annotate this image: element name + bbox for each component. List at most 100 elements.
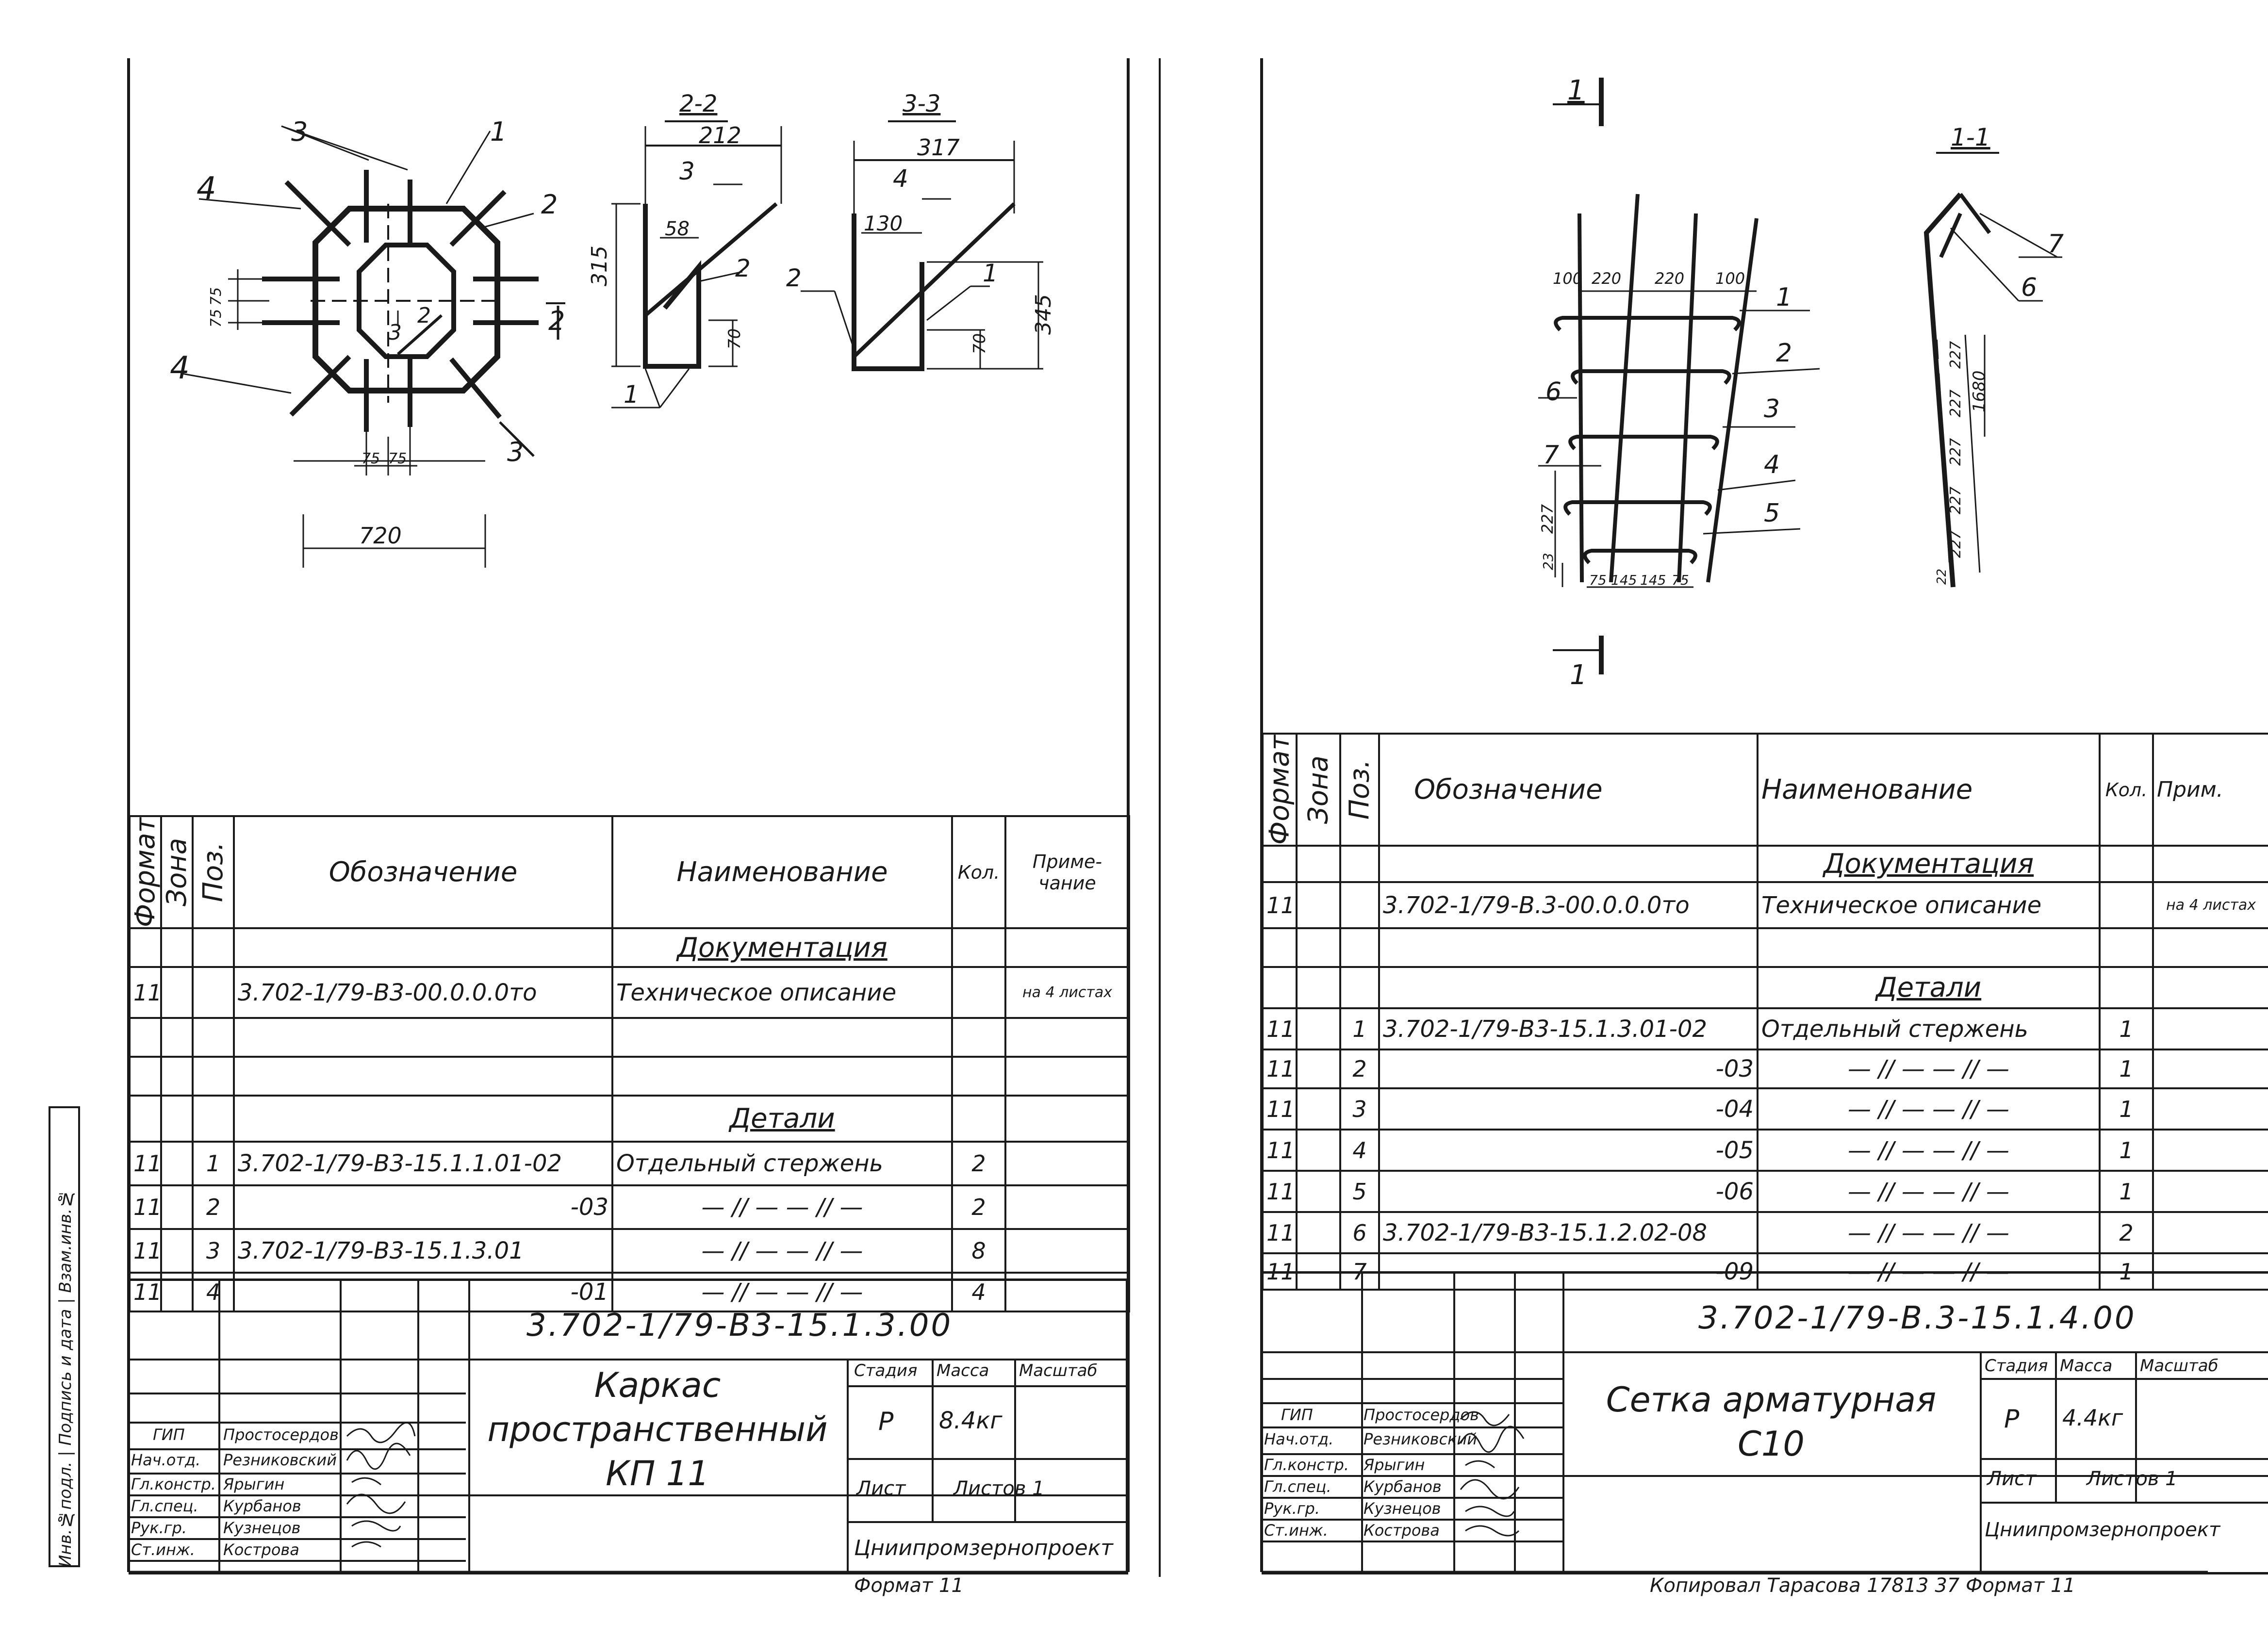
col-qty: Кол. [2099, 732, 2154, 847]
signatures [346, 1422, 416, 1548]
s22-dim-58: 58 [665, 218, 690, 240]
doc-format: 11 [129, 966, 162, 1019]
mesh-dim-227: 227 [1538, 504, 1557, 534]
role-chief-spec: Гл.спец. [1264, 1477, 1331, 1496]
mesh-pos7: 7 [1543, 441, 1559, 470]
role-gip: ГИП [1281, 1406, 1313, 1424]
doc-name: Техническое описание [1757, 881, 2101, 930]
s33-pos1: 1 [983, 259, 998, 287]
organization: Цниипромзернопроект [854, 1536, 1113, 1560]
row-format: 11 [1262, 1049, 1298, 1090]
table-row: 11 2 -03 — // — — // — 2 [129, 1184, 1130, 1230]
row-name: — // — — // — [611, 1184, 953, 1230]
side-pos7: 7 [2048, 229, 2064, 259]
col-zone: Зона [1297, 734, 1340, 846]
row-pos: 6 [1339, 1211, 1380, 1255]
row-qty: 1 [2099, 1129, 2154, 1172]
left-drawing: 3 1 2 4 4 2 2 3 3 720 75 75 75 75 2-2 [127, 58, 1161, 1577]
section-2-2: 2-2 212 58 315 70 3 2 1 [587, 90, 782, 409]
row-pos: 2 [1339, 1049, 1380, 1090]
mesh-view: 1 1 100 [1538, 75, 1820, 691]
table-row: 11 2 -03 — // — — // — 1 [1262, 1049, 2268, 1090]
s33-pos4: 4 [893, 164, 908, 193]
row-pos: 1 [1339, 1007, 1380, 1051]
plan-label-pos3: 3 [291, 116, 308, 147]
side-dim-227-d: 227 [1947, 487, 1964, 514]
mass-value: 4.4кг [2062, 1405, 2123, 1431]
table-row: 11 4 -05 — // — — // — 1 [1262, 1129, 2268, 1172]
right-title-block: 3.702-1/79-В.3-15.1.4.00 Сетка арматурна… [1262, 1271, 2268, 1574]
drawing-code: 3.702-1/79-В.3-15.1.4.00 [1698, 1300, 2137, 1336]
mesh-dim-100-left: 100 [1553, 269, 1582, 288]
left-footer: Формат 11 [854, 1574, 964, 1597]
section-3-3: 3-3 317 130 345 70 4 2 1 [786, 90, 1056, 371]
right-sheet: 1 1 100 [1165, 0, 2268, 1639]
col-designation: Обозначение [233, 815, 613, 930]
row-designation: 3.702-1/79-В3-15.1.1.01-02 [233, 1141, 613, 1187]
name-2: Резниковский [223, 1451, 337, 1469]
row-name: — // — — // — [1757, 1170, 2101, 1213]
section-3-3-title: 3-3 [903, 90, 940, 117]
row-name: — // — — // — [611, 1228, 953, 1274]
name-1: Простосердов [1364, 1406, 1479, 1424]
sheets-label: Листов 1 [2087, 1468, 2178, 1490]
row-pos: 4 [1339, 1129, 1380, 1172]
role-head-dept: Нач.отд. [131, 1451, 201, 1469]
scale-label: Масштаб [1019, 1361, 1098, 1380]
left-sidebar-frame [49, 1106, 80, 1567]
row-pos: 3 [1339, 1087, 1380, 1131]
mass-label: Масса [2060, 1356, 2113, 1376]
row-designation: 3.702-1/79-В3-15.1.3.01 [233, 1228, 613, 1274]
drawing-title: Каркас пространственный КП 11 [487, 1365, 828, 1493]
row-qty: 2 [2099, 1211, 2154, 1255]
name-3: Ярыгин [223, 1475, 285, 1493]
row-format: 11 [129, 1228, 162, 1274]
mass-value: 8.4кг [939, 1407, 1003, 1434]
table-row: 11 5 -06 — // — — // — 1 [1262, 1170, 2268, 1213]
s33-dim-70: 70 [970, 333, 989, 354]
row-qty: 1 [2099, 1170, 2154, 1213]
row-qty: 1 [2099, 1087, 2154, 1131]
name-5: Кузнецов [223, 1519, 301, 1537]
view-mark-top: 1 [1567, 75, 1585, 106]
section-3-mark-inner: 3 [388, 320, 402, 345]
table-row: 11 3 -04 — // — — // — 1 [1262, 1087, 2268, 1131]
s33-dim-345: 345 [1031, 294, 1056, 335]
row-name: — // — — // — [1757, 1211, 2101, 1255]
row-format: 11 [1262, 1170, 1298, 1213]
row-format: 11 [129, 1141, 162, 1187]
row-qty: 1 [2099, 1049, 2154, 1090]
side-dim-227-b: 227 [1947, 390, 1964, 417]
name-6: Кострова [223, 1541, 299, 1559]
dim-75-bottom-b: 75 [388, 450, 407, 467]
row-qty: 2 [951, 1141, 1006, 1187]
col-designation: Обозначение [1378, 732, 1759, 847]
row-format: 11 [1262, 1007, 1298, 1051]
plan-label-pos4-bottom: 4 [170, 350, 190, 386]
name-3: Ярыгин [1364, 1456, 1425, 1474]
section-parts: Детали [1757, 966, 2101, 1010]
dim-75-bottom-a: 75 [362, 450, 380, 467]
row-designation: 3.702-1/79-В3-15.1.3.01-02 [1378, 1007, 1759, 1051]
col-note: Прим. [2152, 732, 2268, 847]
table-row: 11 3 3.702-1/79-В3-15.1.3.01 — // — — //… [129, 1228, 1130, 1274]
doc-note: на 4 листах [2152, 881, 2268, 930]
row-designation: -06 [1378, 1170, 1759, 1213]
row-designation: -03 [1378, 1049, 1759, 1090]
side-dim-22: 22 [1935, 569, 1949, 585]
section-3-mark: 3 [507, 437, 524, 467]
row-designation: -03 [233, 1184, 613, 1230]
role-senior-eng: Ст.инж. [1264, 1521, 1328, 1540]
role-chief-spec: Гл.спец. [131, 1497, 198, 1515]
side-dim-227-c: 227 [1947, 438, 1964, 466]
row-qty: 2 [951, 1184, 1006, 1230]
mesh-dim-23: 23 [1540, 553, 1556, 570]
row-name: — // — — // — [1757, 1087, 2101, 1131]
row-qty: 1 [2099, 1007, 2154, 1051]
row-pos: 3 [192, 1228, 235, 1274]
row-designation: 3.702-1/79-В3-15.1.2.02-08 [1378, 1211, 1759, 1255]
dim-720: 720 [359, 523, 402, 549]
stage-value: Р [2004, 1405, 2020, 1434]
row-format: 11 [1262, 1211, 1298, 1255]
drawing-title: Сетка арматурная С10 [1606, 1380, 1937, 1464]
